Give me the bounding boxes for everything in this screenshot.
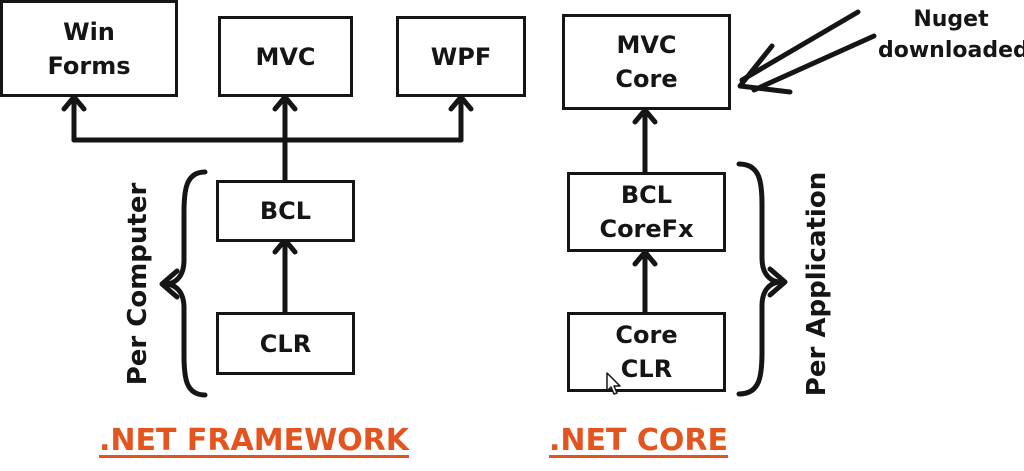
net-core-title: .NET CORE xyxy=(549,423,729,458)
clr-to-bcl-arrow xyxy=(272,237,298,315)
clr-box: CLR xyxy=(216,312,355,375)
bus-to-wpf-arrow xyxy=(448,94,474,143)
per-computer-arrow-icon xyxy=(159,268,180,300)
coreclr-to-corefx-arrow xyxy=(632,249,658,315)
bcl-corefx-box: BCL CoreFx xyxy=(567,172,726,252)
nuget-downloaded-note: Nuget downloaded xyxy=(878,7,1024,63)
clr-label: CLR xyxy=(259,329,312,358)
net-framework-title: .NET FRAMEWORK xyxy=(99,423,410,458)
core-clr-label: Core CLR xyxy=(615,321,678,383)
win-forms-label: Win Forms xyxy=(47,17,131,80)
per-computer-brace-icon xyxy=(162,169,208,398)
bcl-label: BCL xyxy=(259,197,312,225)
bcl-box: BCL xyxy=(216,180,355,242)
per-computer-label: Per Computer xyxy=(123,182,153,386)
nuget-pointer-arrowhead xyxy=(737,43,793,95)
per-application-arrow-icon xyxy=(767,266,788,298)
corefx-to-mvccore-arrow xyxy=(632,107,658,175)
mvc-core-box: MVC Core xyxy=(562,14,731,110)
nuget-pointer-arrow-shaft-2 xyxy=(751,33,877,93)
core-clr-box: Core CLR xyxy=(567,312,726,392)
per-application-label: Per Application xyxy=(802,171,832,397)
bcl-corefx-label: BCL CoreFx xyxy=(599,181,694,243)
wpf-label: WPF xyxy=(430,42,492,71)
mvc-label: MVC xyxy=(255,42,316,71)
win-forms-box: Win Forms xyxy=(0,0,178,97)
mvc-core-label: MVC Core xyxy=(615,31,678,93)
mouse-pointer-icon xyxy=(606,372,621,395)
per-application-brace-icon xyxy=(736,161,784,397)
bus-to-mvc-arrow xyxy=(272,94,298,143)
nuget-pointer-arrow xyxy=(739,9,861,83)
wpf-box: WPF xyxy=(396,16,526,97)
bus-to-winforms-arrow xyxy=(61,94,87,143)
mvc-box: MVC xyxy=(218,16,353,97)
